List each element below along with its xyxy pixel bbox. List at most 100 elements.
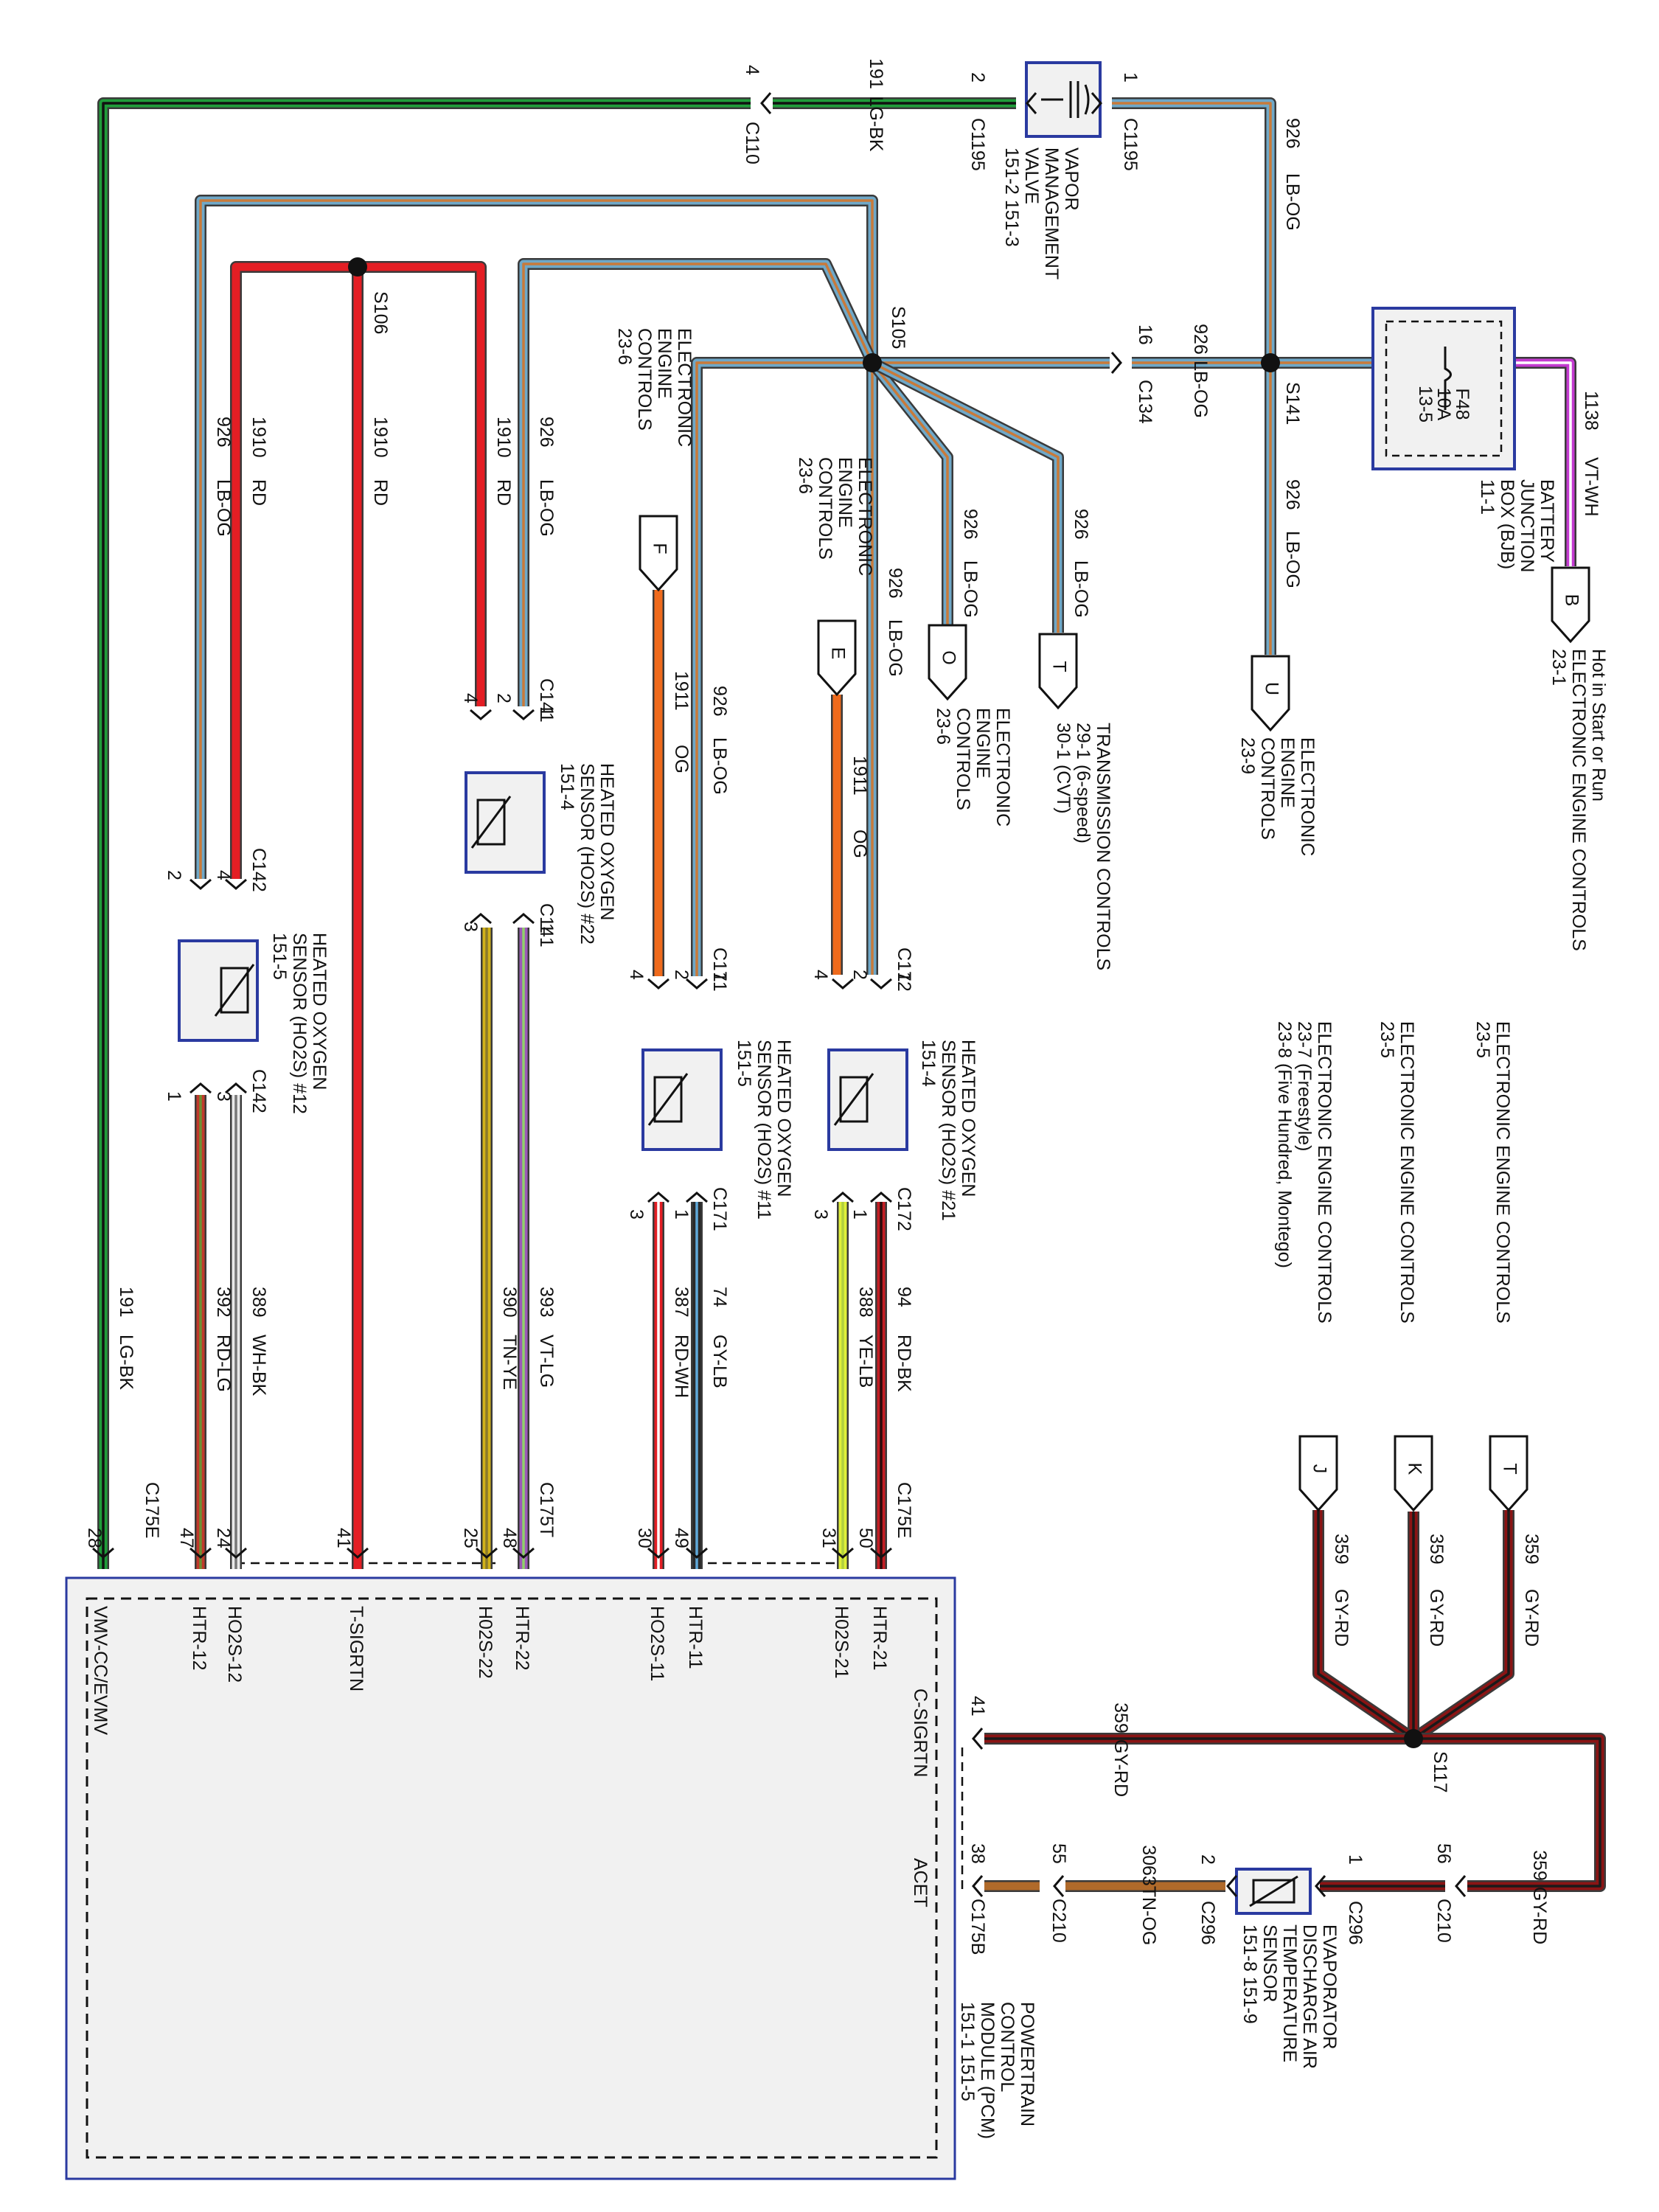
label: 359 (1426, 1534, 1447, 1565)
label: OG (671, 745, 692, 773)
label: 24 (213, 1528, 234, 1548)
connector-arrow (225, 878, 247, 890)
label: 2 (849, 970, 870, 980)
label: 23-1 (1548, 649, 1569, 686)
label: C171 (709, 947, 730, 992)
label: 1 (164, 1091, 184, 1102)
connector-arrow (512, 709, 535, 720)
label: 1910 (248, 417, 269, 458)
label: C175E (894, 1482, 914, 1538)
flag-o: O (928, 624, 967, 701)
label: HEATED OXYGEN (773, 1040, 794, 1197)
label: SENSOR (HO2S) #11 (754, 1040, 774, 1220)
label: C172 (894, 947, 914, 992)
connector-arrow (647, 1547, 669, 1559)
label: 1 (671, 1209, 692, 1220)
connector-arrow (647, 978, 669, 990)
label: LB-OG (1071, 560, 1091, 618)
label: LB-OG (1282, 531, 1303, 588)
label: MODULE (PCM) (977, 2002, 998, 2139)
connector-arrow (972, 1728, 984, 1750)
label: 25 (460, 1528, 481, 1548)
label: LB-OG (709, 737, 730, 795)
label: 926 (885, 568, 905, 599)
label: GY-RD (1521, 1589, 1542, 1646)
battery-junction-box (1371, 307, 1516, 470)
label: C1195 (967, 118, 988, 171)
label: HTR-11 (685, 1606, 706, 1669)
label: HO2S-11 (647, 1606, 667, 1681)
label: MANAGEMENT (1041, 147, 1062, 279)
label: 23-6 (795, 457, 815, 494)
label: 191 (116, 1287, 136, 1318)
connector-arrow (225, 1547, 247, 1559)
label: ACET (910, 1858, 931, 1907)
wire-926-ho2s12 (195, 195, 878, 879)
connector-arrow (512, 1547, 535, 1559)
flag-u: U (1251, 655, 1290, 732)
connector-arrow (972, 1875, 984, 1897)
label: RD (248, 479, 269, 506)
flag-letter: E (827, 647, 848, 660)
label: 74 (709, 1287, 730, 1307)
label: C171 (709, 1187, 730, 1231)
label: SENSOR (HO2S) #22 (577, 763, 597, 945)
label: 23-6 (933, 708, 953, 745)
label: 926 (1190, 324, 1211, 355)
connector-arrow (870, 1192, 892, 1203)
label: VMV-CC/EVMV (90, 1606, 111, 1735)
connector-arrow (832, 1192, 854, 1203)
wire-926-ho2s22 (518, 258, 878, 706)
label: 191 (866, 58, 886, 89)
label: S105 (888, 306, 908, 349)
label: ELECTRONIC (1297, 737, 1318, 856)
label: ELECTRONIC ENGINE CONTROLS (1314, 1021, 1335, 1324)
label: LB-OG (960, 560, 981, 618)
wire-359-t (1410, 1510, 1514, 1744)
label: CONTROLS (1257, 737, 1278, 840)
label: RD (493, 479, 514, 506)
label: HTR-22 (512, 1606, 532, 1671)
connector-arrow (470, 709, 492, 720)
label: CONTROLS (953, 708, 973, 810)
connector-arrow (760, 92, 772, 114)
connector-arrow (92, 1547, 114, 1559)
label: 2 (671, 970, 692, 980)
heater-element-icon (220, 967, 249, 1014)
connector-arrow (1053, 1875, 1065, 1897)
label: 151-5 (269, 933, 290, 980)
label: SENSOR (HO2S) #12 (289, 933, 310, 1114)
heated-oxygen-sensor-22 (465, 771, 546, 874)
label: 3 (460, 922, 481, 932)
label: WH-BK (248, 1335, 269, 1397)
connector-arrow (870, 978, 892, 990)
label: POWERTRAIN (1017, 2002, 1037, 2126)
connector-arrows (92, 92, 1467, 1897)
label: GY-RD (1529, 1887, 1550, 1944)
label: 30 (634, 1528, 655, 1548)
label: 13-5 (1415, 386, 1436, 422)
connector-arrow (647, 1192, 669, 1203)
flag-letter: U (1261, 682, 1281, 695)
label: 3 (810, 1209, 831, 1220)
flag-letter: J (1309, 1464, 1329, 1474)
label: C175T (536, 1482, 557, 1537)
wire-926-flag-t (869, 357, 1064, 633)
flag-t2: T (1489, 1435, 1528, 1512)
connector-arrow (832, 1547, 854, 1559)
label: 151-2 151-3 (1001, 147, 1022, 247)
label: ELECTRONIC (992, 708, 1013, 827)
label: SENSOR (HO2S) #21 (938, 1040, 959, 1221)
label: 31 (818, 1528, 839, 1548)
splice-s117 (1404, 1729, 1423, 1748)
label: 23-5 (1377, 1021, 1397, 1058)
label: GY-RD (1426, 1589, 1447, 1646)
label: 1911 (849, 756, 870, 796)
label: 387 (671, 1287, 692, 1318)
evaporator-discharge-air-sensor (1235, 1868, 1312, 1915)
label: C-SIGRTN (910, 1688, 931, 1777)
label: H02S-22 (475, 1606, 495, 1679)
label: 1 (1120, 72, 1141, 83)
label: VAPOR (1061, 147, 1082, 211)
